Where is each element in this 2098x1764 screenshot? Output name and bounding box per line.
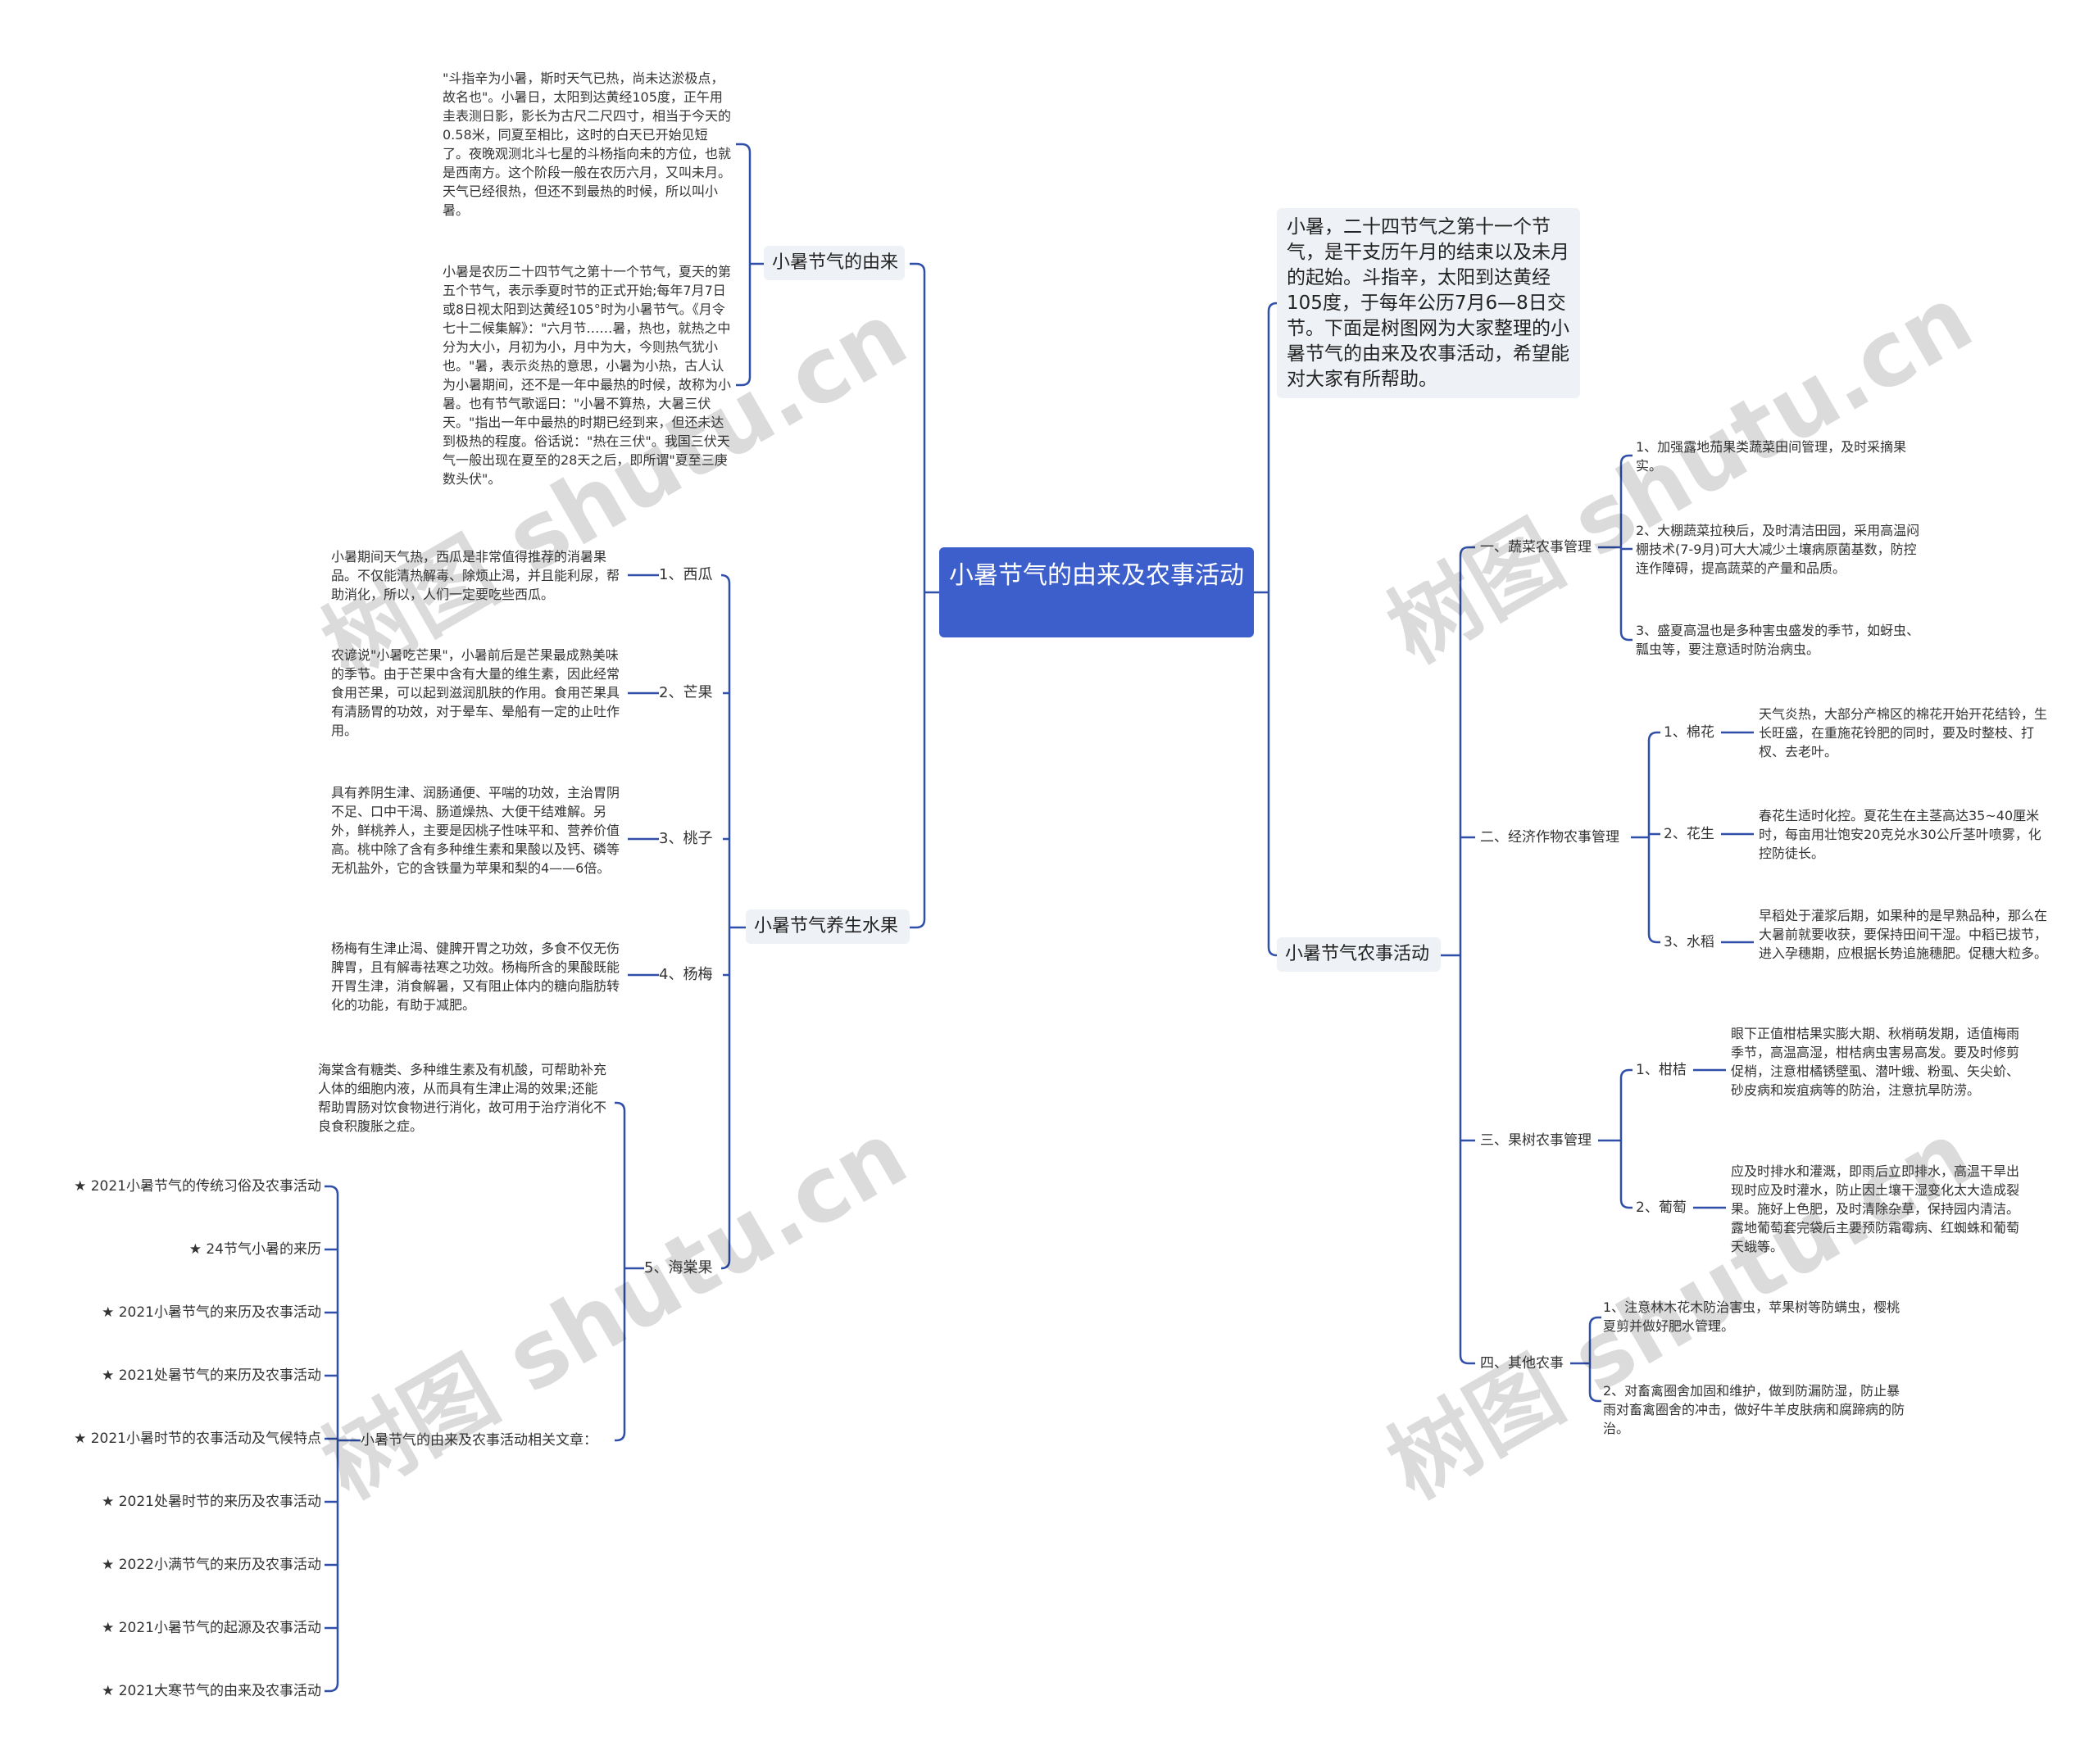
fruit-text-mango: 农谚说"小暑吃芒果"，小暑前后是芒果最成熟美味的季节。由于芒果中含有大量的维生素… (331, 647, 620, 738)
fruit-text-watermelon: 小暑期间天气热，西瓜是非常值得推荐的消暑果品。不仅能清热解毒、除烦止渴，并且能利… (331, 549, 620, 602)
veg-item-1: 1、加强露地茄果类蔬菜田间管理，及时采摘果实。 (1636, 439, 1907, 474)
crop-text-cotton: 天气炎热，大部分产棉区的棉花开始开花结铃，生长旺盛，在重施花铃肥的同时，要及时整… (1759, 706, 2048, 760)
connector (736, 376, 752, 387)
intro-note[interactable]: 小暑，二十四节气之第十一个节气，是干支历午月的结束以及未月的起始。斗指辛，太阳到… (1277, 208, 1580, 398)
fruit-text-peach: 具有养阴生津、润肠通便、平喘的功效，主治胃阴不足、口中干渴、肠道燥热、大便干结难… (331, 785, 620, 876)
connector (1619, 1199, 1633, 1209)
article-link[interactable]: ★ 2021处暑时节的来历及农事活动 (102, 1494, 321, 1510)
central-topic[interactable]: 小暑节气的由来及农事活动 (939, 547, 1254, 637)
article-link[interactable]: ★ 2021小暑时节的农事活动及气候特点 (74, 1431, 321, 1447)
fruit-label-peach[interactable]: 3、桃子 (659, 830, 713, 847)
fruit-tree-label-grape[interactable]: 2、葡萄 (1636, 1199, 1687, 1216)
connector (1588, 1392, 1601, 1403)
related-articles-label[interactable]: 小暑节气的由来及农事活动相关文章： (361, 1432, 597, 1449)
crop-text-peanut: 春花生适时化控。夏花生在主茎高达35~40厘米时，每亩用壮饱安20克兑水30公斤… (1759, 808, 2041, 861)
connector (1267, 946, 1278, 957)
connector (1267, 302, 1278, 312)
connector (1619, 1068, 1633, 1079)
branch-farm[interactable]: 小暑节气农事活动 (1277, 937, 1441, 972)
veg-item-2: 2、大棚蔬菜拉秧后，及时清洁田园，采用高温闷棚技术(7-9月)可大大减少土壤病原… (1636, 523, 1920, 576)
farm-group-orchard[interactable]: 三、果树农事管理 (1480, 1132, 1592, 1149)
connector (1647, 731, 1660, 741)
article-link[interactable]: ★ 2021小暑节气的传统习俗及农事活动 (74, 1178, 321, 1195)
fruit-tree-text-citrus: 眼下正值柑桔果实膨大期、秋梢萌发期，适值梅雨季节，高温高湿，柑桔病虫害易高发。要… (1731, 1026, 2020, 1098)
crop-label-rice[interactable]: 3、水稻 (1664, 934, 1714, 950)
fruit-label-watermelon[interactable]: 1、西瓜 (659, 566, 713, 583)
fruit-label-bayberry[interactable]: 4、杨梅 (659, 966, 713, 983)
fruit-tree-label-citrus[interactable]: 1、柑桔 (1636, 1062, 1687, 1078)
connector (1619, 631, 1633, 642)
branch-origin[interactable]: 小暑节气的由来 (764, 246, 905, 280)
connector (615, 1431, 626, 1442)
crop-label-cotton[interactable]: 1、棉花 (1664, 724, 1714, 741)
article-link[interactable]: ★ 2021大寒节气的由来及农事活动 (102, 1683, 321, 1699)
article-link[interactable]: ★ 2022小满节气的来历及农事活动 (102, 1557, 321, 1573)
connector (1459, 1354, 1475, 1365)
article-link[interactable]: ★ 2021小暑节气的来历及农事活动 (102, 1304, 321, 1321)
farm-group-cash-crops[interactable]: 二、经济作物农事管理 (1480, 829, 1619, 846)
connector (1588, 1316, 1601, 1326)
connector (1459, 546, 1475, 556)
farm-group-vegetables[interactable]: 一、蔬菜农事管理 (1480, 539, 1592, 556)
connector (1647, 933, 1660, 944)
other-item-1: 1、注意林木花木防治害虫，苹果树等防螨虫，樱桃夏剪并做好肥水管理。 (1603, 1299, 1900, 1334)
fruit-label-crabapple[interactable]: 5、海棠果 (644, 1259, 713, 1277)
fruit-text-crabapple: 海棠含有糖类、多种维生素及有机酸，可帮助补充人体的细胞内液，从而具有生津止渴的效… (318, 1062, 607, 1134)
connector (720, 1259, 731, 1270)
article-link[interactable]: ★ 2021小暑节气的起源及农事活动 (102, 1620, 321, 1636)
fruit-text-bayberry: 杨梅有生津止渴、健脾开胃之功效，多食不仅无伤脾胃，且有解毒祛寒之功效。杨梅所含的… (331, 941, 620, 1013)
article-link[interactable]: ★ 24节气小暑的来历 (188, 1241, 321, 1258)
connector (325, 1185, 339, 1195)
farm-group-other[interactable]: 四、其他农事 (1480, 1355, 1564, 1372)
crop-text-rice: 早稻处于灌浆后期，如果种的是早熟品种，那么在大暑前就要收获，要保持田间干湿。中稻… (1759, 908, 2048, 961)
fruit-tree-text-grape: 应及时排水和灌溉，即雨后立即排水，高温干旱出现时应及时灌水，防止因土壤干湿变化太… (1731, 1163, 2020, 1254)
crop-label-peanut[interactable]: 2、花生 (1664, 826, 1714, 842)
connector (720, 574, 731, 584)
veg-item-3: 3、盛夏高温也是多种害虫盛发的季节，如蚜虫、瓢虫等，要注意适时防治病虫。 (1636, 623, 1920, 657)
origin-text-1: "斗指辛为小暑，斯时天气已热，尚未达淤极点，故名也"。小暑日，太阳到达黄经105… (443, 70, 732, 218)
connector (736, 143, 752, 153)
article-link[interactable]: ★ 2021处暑节气的来历及农事活动 (102, 1367, 321, 1384)
connector (910, 918, 926, 929)
branch-fruit[interactable]: 小暑节气养生水果 (746, 909, 910, 944)
fruit-label-mango[interactable]: 2、芒果 (659, 684, 713, 701)
connector (1619, 454, 1633, 465)
connector (615, 1101, 626, 1112)
connector (910, 262, 926, 273)
connector (325, 1682, 339, 1693)
origin-text-2: 小暑是农历二十四节气之第十一个节气，夏天的第五个节气，表示季夏时节的正式开始;每… (443, 264, 732, 487)
other-item-2: 2、对畜禽圈舍加固和维护，做到防漏防湿，防止暴雨对畜禽圈舍的冲击，做好牛羊皮肤病… (1603, 1383, 1905, 1436)
